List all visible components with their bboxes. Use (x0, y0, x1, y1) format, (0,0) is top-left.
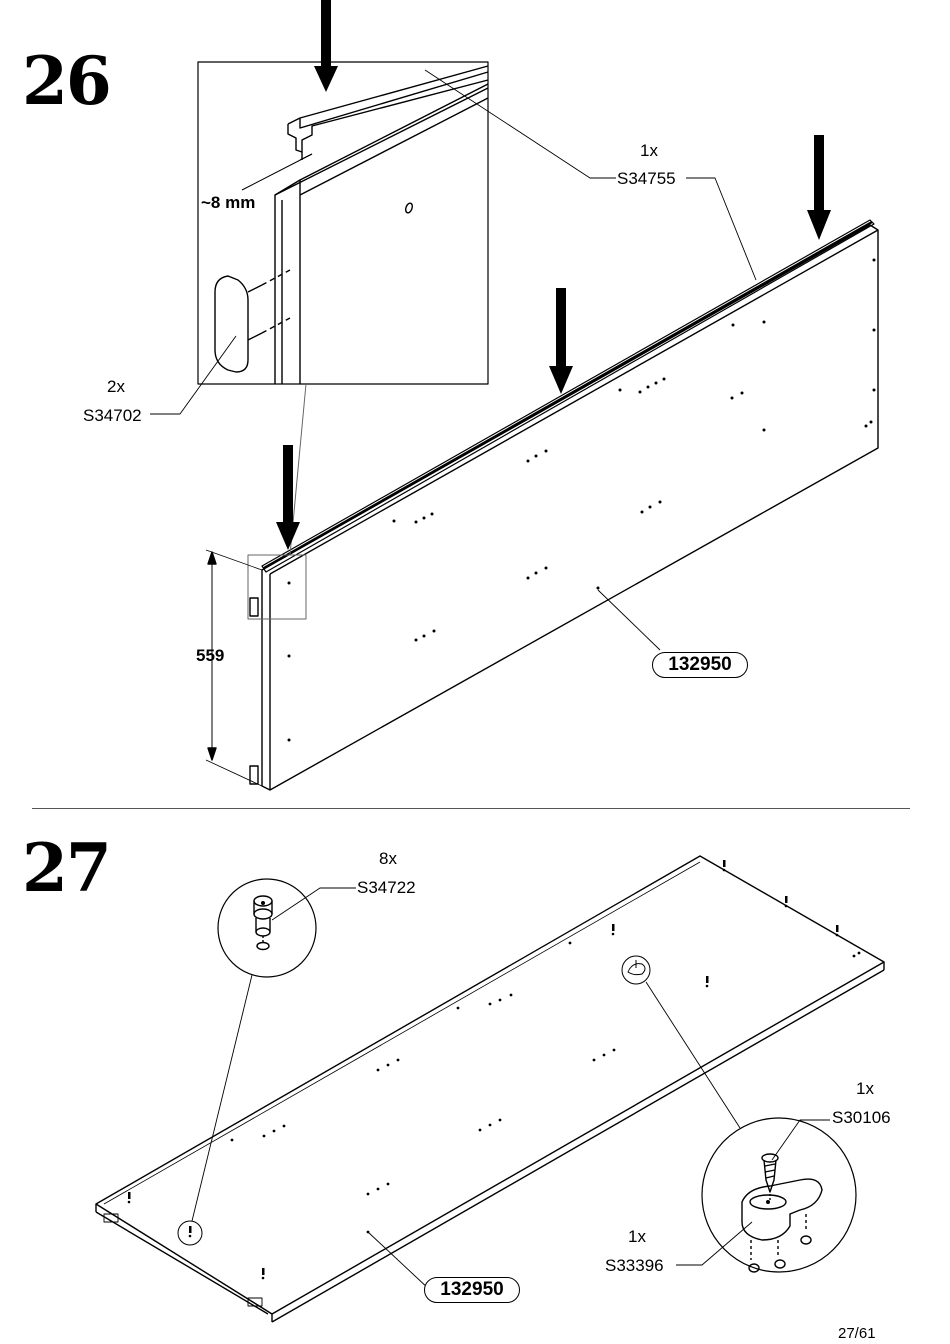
part-code-s30106: S30106 (832, 1108, 891, 1127)
part-qty-s34702: 2x (107, 377, 125, 396)
step-26-illustration (150, 0, 879, 791)
part-code-s34702: S34702 (83, 406, 142, 425)
part-code-s34755: S34755 (617, 169, 676, 188)
page-number: 27/61 (838, 1325, 876, 1342)
part-code-s34722: S34722 (357, 878, 416, 897)
part-qty-s34755: 1x (640, 141, 658, 160)
part-code-s33396: S33396 (605, 1256, 664, 1275)
part-qty-s30106: 1x (856, 1079, 874, 1098)
panel-label-132950-step27: 132950 (424, 1277, 520, 1303)
step-number-27: 27 (22, 829, 112, 907)
gap-dimension: ~8 mm (201, 193, 256, 212)
part-qty-s33396: 1x (628, 1227, 646, 1246)
part-qty-s34722: 8x (379, 849, 397, 868)
height-dimension: 559 (196, 646, 225, 665)
panel-label-132950: 132950 (652, 652, 748, 678)
step-number-26: 26 (22, 42, 112, 120)
step-divider (32, 808, 910, 809)
